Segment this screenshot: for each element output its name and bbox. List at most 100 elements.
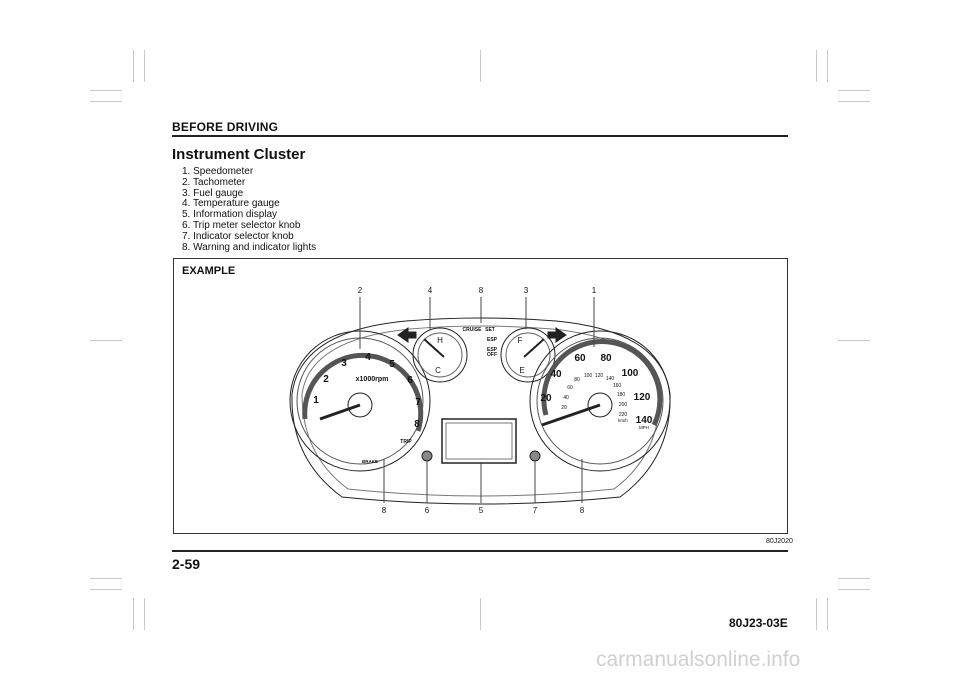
section-title: BEFORE DRIVING bbox=[172, 120, 279, 134]
crop-mark bbox=[144, 50, 145, 82]
speedometer-hub bbox=[587, 392, 613, 418]
speedo-mph-label: 40 bbox=[550, 369, 562, 380]
page-number: 2-59 bbox=[172, 556, 201, 572]
fuel-needle bbox=[523, 338, 545, 358]
watermark: carmanualsonline.info bbox=[596, 648, 801, 671]
crop-mark bbox=[838, 90, 870, 91]
speedometer-bezel bbox=[529, 330, 671, 472]
temperature-gauge bbox=[412, 327, 468, 383]
speedo-kmh-label: 120 bbox=[595, 373, 604, 379]
speedo-kmh-label: 180 bbox=[617, 392, 626, 398]
speedo-kmh-label: 80 bbox=[574, 377, 580, 383]
esp-indicator: ESP bbox=[487, 337, 498, 343]
crop-mark bbox=[838, 340, 870, 341]
speedo-mph-label: 140 bbox=[636, 415, 653, 426]
crop-mark bbox=[838, 589, 870, 590]
callout-number: 3 bbox=[524, 286, 529, 295]
tacho-tick-label: 1 bbox=[313, 395, 319, 406]
callout-number: 8 bbox=[580, 506, 585, 515]
information-display bbox=[441, 418, 517, 464]
crop-mark bbox=[838, 578, 870, 579]
crop-mark bbox=[90, 578, 122, 579]
temp-cold-label: C bbox=[435, 366, 441, 375]
list-item: 1. Speedometer bbox=[182, 166, 254, 177]
tachometer-scale-arc bbox=[302, 352, 424, 432]
speedo-kmh-label: 220 bbox=[619, 412, 628, 418]
list-item: 2. Tachometer bbox=[182, 176, 246, 188]
crop-mark bbox=[90, 101, 122, 102]
indicator-selector-knob bbox=[529, 450, 541, 462]
speedometer-needle bbox=[541, 403, 601, 427]
callout-number: 1 bbox=[592, 286, 597, 295]
crop-mark bbox=[144, 598, 145, 630]
left-turn-arrow-icon bbox=[397, 327, 417, 343]
crop-mark bbox=[90, 90, 122, 91]
crop-mark bbox=[90, 340, 122, 341]
crop-mark bbox=[480, 598, 481, 630]
figure-code: 80J2020 bbox=[766, 538, 793, 545]
speedometer-scale-arc bbox=[541, 339, 663, 427]
instrument-cluster-figure: EXAMPLE bbox=[173, 258, 788, 534]
crop-mark bbox=[133, 598, 134, 630]
speedometer-face bbox=[536, 337, 664, 465]
speedo-kmh-label: 200 bbox=[619, 402, 628, 408]
brake-label: BRAKE bbox=[362, 459, 378, 464]
tachometer-bezel bbox=[289, 330, 431, 472]
tacho-tick-label: 6 bbox=[407, 375, 413, 386]
trip-label: TRIP bbox=[400, 439, 412, 445]
tacho-tick-label: 5 bbox=[389, 359, 395, 370]
fuel-empty-label: E bbox=[519, 366, 524, 375]
speedo-mph-label: 120 bbox=[634, 392, 651, 403]
callout-number: 8 bbox=[479, 286, 484, 295]
header-rule bbox=[172, 135, 788, 137]
callout-number: 5 bbox=[479, 506, 484, 515]
list-item: 5. Information display bbox=[182, 209, 278, 221]
crop-mark bbox=[816, 598, 817, 630]
callout-number: 2 bbox=[358, 286, 363, 295]
set-indicator: SET bbox=[485, 327, 495, 333]
tacho-tick-label: 3 bbox=[341, 358, 347, 369]
cluster-illustration: 2 4 8 3 1 8 6 5 7 8 x1000rpm 1 2 3 4 5 6… bbox=[289, 286, 671, 515]
speedo-mph-label: 20 bbox=[540, 393, 552, 404]
callout-number: 4 bbox=[428, 286, 433, 295]
callout-number: 6 bbox=[425, 506, 430, 515]
tacho-tick-label: 7 bbox=[415, 397, 421, 408]
speedo-unit-mph: MPH bbox=[639, 425, 649, 430]
speedo-mph-label: 60 bbox=[574, 353, 586, 364]
tacho-tick-label: 4 bbox=[365, 352, 371, 363]
trip-meter-selector-knob bbox=[421, 450, 433, 462]
speedo-unit-kmh: km/h bbox=[618, 418, 628, 423]
callout-number: 8 bbox=[382, 506, 387, 515]
tachometer-needle bbox=[319, 403, 361, 421]
list-item: 3. Fuel gauge bbox=[182, 187, 244, 199]
callout-number: 7 bbox=[533, 506, 538, 515]
list-item: 8. Warning and indicator lights bbox=[182, 241, 317, 253]
crop-mark bbox=[827, 50, 828, 82]
speedo-kmh-label: 20 bbox=[561, 405, 567, 411]
tacho-tick-label: 8 bbox=[414, 419, 420, 430]
footer-rule bbox=[172, 550, 788, 552]
component-list: 1. Speedometer 2. Tachometer 3. Fuel gau… bbox=[182, 166, 317, 253]
list-item: 7. Indicator selector knob bbox=[182, 230, 294, 242]
temperature-needle bbox=[423, 338, 445, 358]
speedo-kmh-label: 40 bbox=[563, 395, 569, 401]
speedo-mph-label: 80 bbox=[600, 353, 612, 364]
fuel-gauge bbox=[500, 327, 556, 383]
document-code: 80J23-03E bbox=[729, 616, 788, 630]
list-item: 4. Temperature gauge bbox=[182, 198, 280, 210]
crop-mark bbox=[816, 50, 817, 82]
crop-mark bbox=[827, 598, 828, 630]
esp-off-indicator: OFF bbox=[487, 352, 497, 358]
speedo-kmh-label: 100 bbox=[584, 373, 593, 379]
crop-mark bbox=[838, 101, 870, 102]
fuel-full-label: F bbox=[518, 336, 523, 345]
speedo-kmh-label: 60 bbox=[567, 385, 573, 391]
right-turn-arrow-icon bbox=[547, 327, 567, 343]
speedo-kmh-label: 140 bbox=[606, 376, 615, 382]
crop-mark bbox=[133, 50, 134, 82]
figure-label: EXAMPLE bbox=[182, 265, 236, 277]
page-heading: Instrument Cluster bbox=[172, 146, 306, 163]
temp-hot-label: H bbox=[437, 336, 443, 345]
cruise-indicator: CRUISE bbox=[463, 327, 483, 333]
crop-mark bbox=[90, 589, 122, 590]
